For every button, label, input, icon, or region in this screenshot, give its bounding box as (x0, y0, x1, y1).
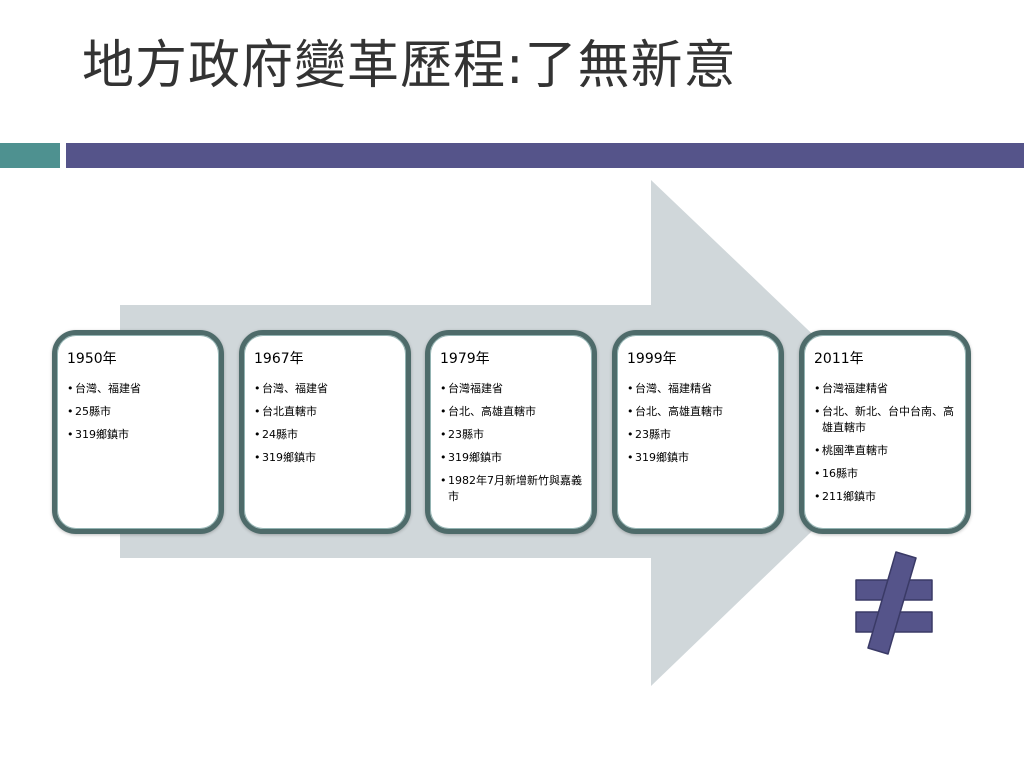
card-item-list: 台灣、福建省 台北直轄市 24縣市 319鄉鎮市 (254, 381, 400, 466)
title-accent-bar-teal (0, 143, 60, 168)
list-item: 台灣福建省 (440, 381, 586, 397)
card-item-list: 台灣福建省 台北、高雄直轄市 23縣市 319鄉鎮市 1982年7月新增新竹與嘉… (440, 381, 586, 505)
list-item: 台北、高雄直轄市 (440, 404, 586, 420)
list-item: 1982年7月新增新竹與嘉義市 (440, 473, 586, 505)
title-accent-bar-indigo (66, 143, 1024, 168)
card-year: 1950年 (67, 351, 117, 367)
card-item-list: 台灣、福建精省 台北、高雄直轄市 23縣市 319鄉鎮市 (627, 381, 773, 466)
timeline-card: 1999年 台灣、福建精省 台北、高雄直轄市 23縣市 319鄉鎮市 (612, 330, 784, 534)
timeline-card: 1967年 台灣、福建省 台北直轄市 24縣市 319鄉鎮市 (239, 330, 411, 534)
not-equal-icon-slash (867, 551, 917, 655)
list-item: 25縣市 (67, 404, 213, 420)
card-item-list: 台灣福建精省 台北、新北、台中台南、高雄直轄市 桃園準直轄市 16縣市 211鄉… (814, 381, 960, 505)
list-item: 211鄉鎮市 (814, 489, 960, 505)
list-item: 桃園準直轄市 (814, 443, 960, 459)
card-year: 2011年 (814, 351, 864, 367)
list-item: 台北、新北、台中台南、高雄直轄市 (814, 404, 960, 436)
list-item: 23縣市 (627, 427, 773, 443)
timeline-card: 1950年 台灣、福建省 25縣市 319鄉鎮市 (52, 330, 224, 534)
list-item: 台灣、福建精省 (627, 381, 773, 397)
timeline-card: 1979年 台灣福建省 台北、高雄直轄市 23縣市 319鄉鎮市 1982年7月… (425, 330, 597, 534)
list-item: 319鄉鎮市 (254, 450, 400, 466)
list-item: 319鄉鎮市 (627, 450, 773, 466)
list-item: 16縣市 (814, 466, 960, 482)
list-item: 24縣市 (254, 427, 400, 443)
list-item: 台灣福建精省 (814, 381, 960, 397)
card-year: 1999年 (627, 351, 677, 367)
card-year: 1967年 (254, 351, 304, 367)
card-item-list: 台灣、福建省 25縣市 319鄉鎮市 (67, 381, 213, 443)
list-item: 319鄉鎮市 (440, 450, 586, 466)
list-item: 台北直轄市 (254, 404, 400, 420)
card-year: 1979年 (440, 351, 490, 367)
list-item: 台北、高雄直轄市 (627, 404, 773, 420)
not-equal-icon (855, 551, 933, 655)
list-item: 台灣、福建省 (67, 381, 213, 397)
list-item: 台灣、福建省 (254, 381, 400, 397)
list-item: 23縣市 (440, 427, 586, 443)
list-item: 319鄉鎮市 (67, 427, 213, 443)
page-title: 地方政府變革歷程:了無新意 (82, 36, 737, 96)
timeline-card: 2011年 台灣福建精省 台北、新北、台中台南、高雄直轄市 桃園準直轄市 16縣… (799, 330, 971, 534)
